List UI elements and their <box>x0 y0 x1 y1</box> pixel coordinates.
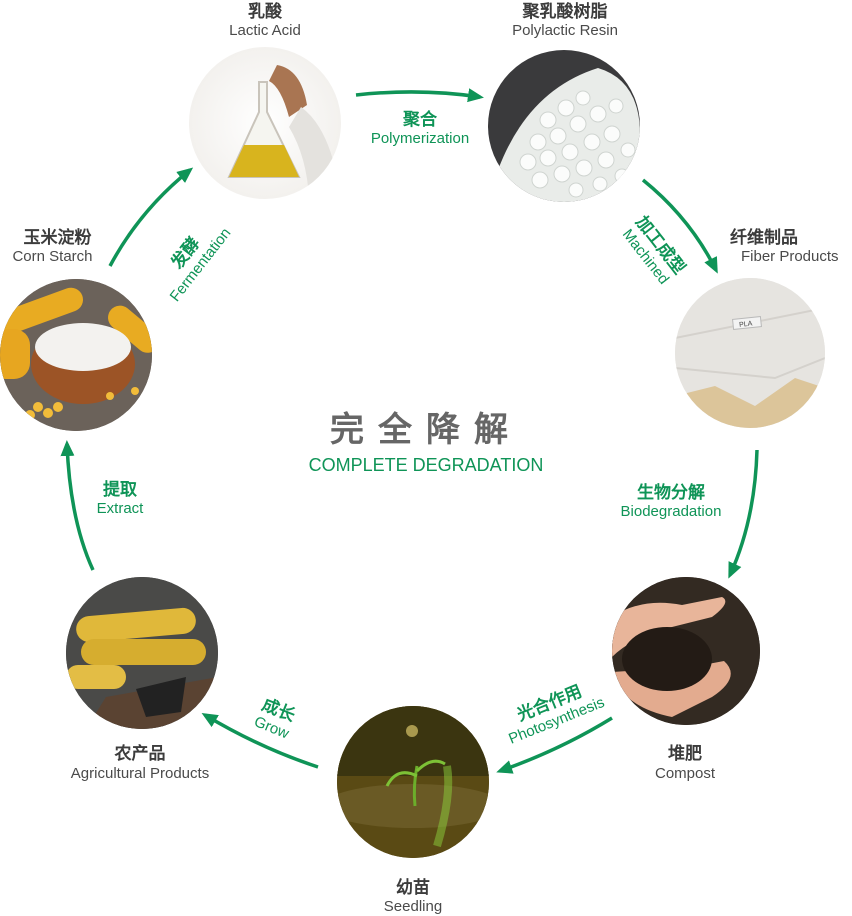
step-extract-en: Extract <box>96 500 144 517</box>
center-title-en: COMPLETE DEGRADATION <box>308 455 544 475</box>
arrow-extract <box>60 440 95 571</box>
arrow-grow <box>201 712 319 769</box>
flask-icon <box>227 65 339 199</box>
node-label-seedling-en: Seedling <box>383 898 443 915</box>
step-extract: 提取 Extract <box>80 480 160 518</box>
fiber-products-photo: PLA <box>675 278 825 428</box>
node-label-fiber-products-en: Fiber Products <box>741 248 839 265</box>
lactic-acid-photo <box>189 47 341 199</box>
step-biodegradation: 生物分解 Biodegradation <box>600 483 742 521</box>
seedling-photo <box>337 706 489 858</box>
arrow-fermentation <box>108 167 194 267</box>
seedling-icon <box>337 706 489 858</box>
arrow-photosynthesis <box>496 716 613 774</box>
step-extract-cn: 提取 <box>103 480 137 500</box>
compost-photo <box>612 577 760 725</box>
arrow-machined <box>641 178 718 274</box>
starch-bowl-icon <box>0 279 152 431</box>
corn-cobs-icon <box>66 577 218 729</box>
agricultural-products-photo <box>66 577 218 729</box>
node-label-fiber-products-cn: 纤维制品 <box>730 228 798 248</box>
polylactic-resin-photo <box>488 50 640 202</box>
node-label-polylactic-resin-cn: 聚乳酸树脂 <box>522 2 608 22</box>
node-label-lactic-acid-cn: 乳酸 <box>248 2 282 22</box>
node-label-compost-cn: 堆肥 <box>668 744 702 764</box>
node-label-seedling-cn: 幼苗 <box>396 878 430 898</box>
node-label-agricultural-products-cn: 农产品 <box>114 744 166 764</box>
step-polymerization-cn: 聚合 <box>403 110 437 130</box>
fabric-swatches-icon: PLA <box>675 278 825 428</box>
node-label-compost-en: Compost <box>654 765 716 782</box>
step-polymerization: 聚合 Polymerization <box>350 110 490 148</box>
node-label-agricultural-products-en: Agricultural Products <box>70 765 210 782</box>
resin-pellets-icon <box>488 68 640 202</box>
arrow-biodegradation <box>728 449 759 579</box>
arrow-polymerization <box>355 88 484 103</box>
center-title-cn: 完全降解 <box>330 410 522 450</box>
node-label-polylactic-resin-en: Polylactic Resin <box>512 22 618 39</box>
corn-starch-photo <box>0 279 152 431</box>
pla-tag: PLA <box>739 320 753 328</box>
node-label-corn-starch-cn: 玉米淀粉 <box>23 228 92 248</box>
soil-hands-icon <box>612 577 760 725</box>
node-label-lactic-acid-en: Lactic Acid <box>229 22 301 39</box>
step-biodegradation-cn: 生物分解 <box>637 483 705 503</box>
step-polymerization-en: Polymerization <box>370 130 470 147</box>
node-label-corn-starch-en: Corn Starch <box>12 248 93 265</box>
step-biodegradation-en: Biodegradation <box>620 503 722 520</box>
